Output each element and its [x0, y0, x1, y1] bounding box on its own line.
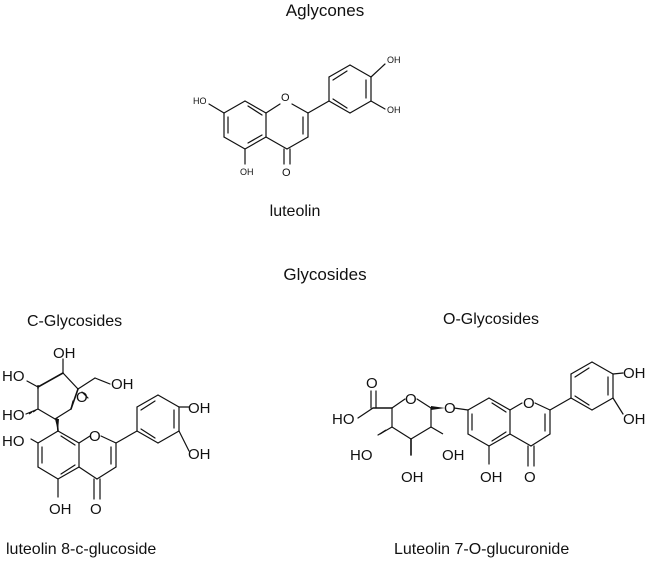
c-glucoside-structure: OH HO OH HO O HO O OH O OH OH [2, 345, 211, 518]
o-glucuronide-4p-oh-label: OH [623, 411, 646, 428]
c-glucoside-7-ho-label: HO [2, 433, 25, 450]
c-glucoside-left-ho-label: HO [2, 368, 25, 385]
luteolin-structure: HO O OH O OH OH [193, 55, 401, 179]
c-glucoside-ch2oh-label: OH [111, 376, 134, 393]
glycosides-heading: Glycosides [283, 265, 367, 284]
o-glucuronide-bonds [357, 361, 624, 467]
o-glucuronide-4-ho-label: HO [350, 447, 373, 464]
c-glucoside-5-oh-label: OH [49, 501, 72, 518]
c-glucoside-top-oh-label: OH [53, 345, 76, 362]
aglycones-heading: Aglycones [285, 1, 365, 20]
o-glucuronide-link-o-label: O [444, 400, 456, 417]
luteolin-ring-o-label: O [281, 92, 290, 104]
c-glucoside-caption: luteolin 8-c-glucoside [6, 541, 157, 558]
c-glucoside-sugar-o-label: O [76, 389, 88, 406]
luteolin-caption: luteolin [269, 203, 321, 220]
o-glucuronide-ring-o-label: O [523, 395, 535, 412]
o-glucuronide-acid-carbonyl-label: O [366, 375, 378, 392]
c-glucoside-lower-ho-label: HO [2, 407, 25, 424]
luteolin-5-oh-label: OH [240, 167, 254, 177]
o-glucuronide-3-oh-label: OH [401, 469, 424, 486]
o-glucuronide-3p-oh-label: OH [623, 365, 646, 382]
o-glucuronide-structure: O HO O O OH OH HO O OH O OH OH [332, 361, 646, 486]
o-glucuronide-sugar-o-label: O [405, 391, 417, 408]
luteolin-carbonyl-label: O [282, 167, 291, 179]
o-glucuronide-carbonyl-label: O [524, 469, 536, 486]
luteolin-4p-oh-label: OH [387, 105, 401, 115]
o-glucuronide-2-oh-label: OH [442, 447, 465, 464]
c-glucoside-bonds [25, 358, 190, 500]
luteolin-3p-oh-label: OH [387, 55, 401, 65]
o-glycosides-heading: O-Glycosides [443, 311, 540, 328]
c-glucoside-carbonyl-label: O [90, 501, 102, 518]
c-glucoside-3p-oh-label: OH [188, 400, 211, 417]
o-glucuronide-caption: Luteolin 7-O-glucuronide [394, 541, 570, 558]
c-glycosides-heading: C-Glycosides [27, 313, 123, 330]
luteolin-7-oh-label: HO [193, 96, 207, 106]
c-glucoside-4p-oh-label: OH [188, 446, 211, 463]
luteolin-bonds [208, 63, 386, 165]
o-glucuronide-5-oh-label: OH [480, 469, 503, 486]
c-glucoside-ring-o-label: O [89, 428, 101, 445]
o-glucuronide-acid-ho-label: HO [332, 411, 355, 428]
